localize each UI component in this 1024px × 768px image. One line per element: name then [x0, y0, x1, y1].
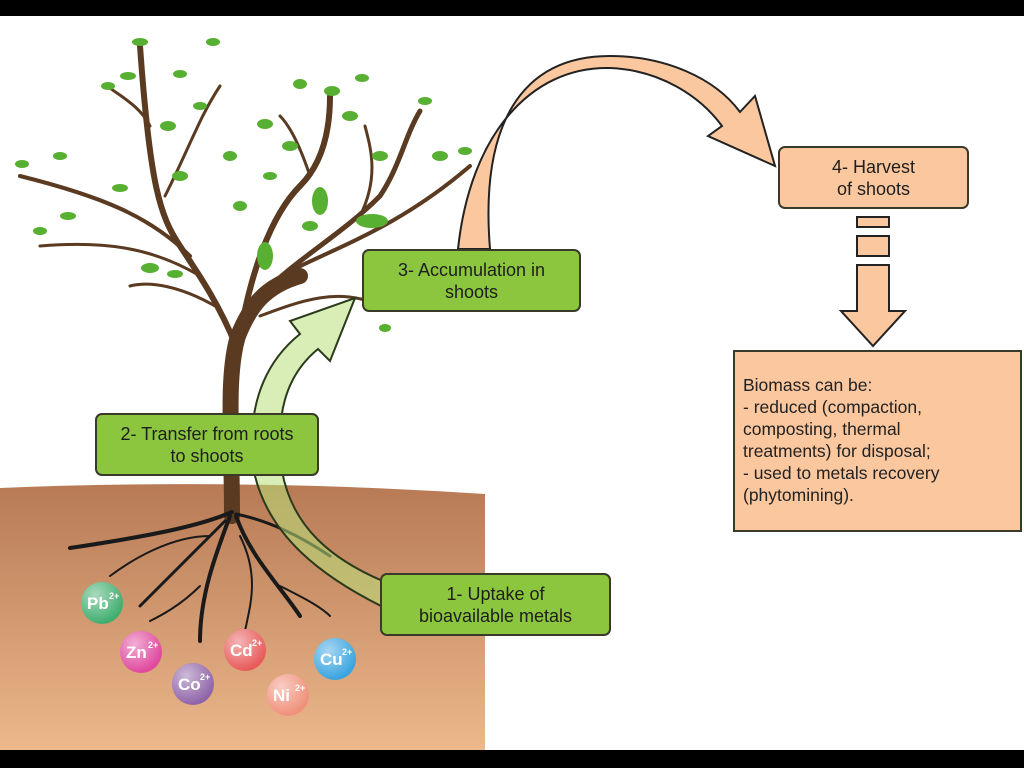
ion-charge: 2+: [252, 638, 262, 648]
ion-symbol: Zn: [126, 643, 147, 662]
ion-symbol: Cd: [230, 641, 253, 660]
ion-ni: Ni 2+: [267, 674, 309, 716]
ion-symbol: Ni: [273, 686, 290, 705]
ion-charge: 2+: [342, 647, 352, 657]
step-2-line-2: to shoots: [170, 445, 244, 466]
soil: [0, 484, 485, 750]
tree: [18, 43, 472, 524]
step-3-line-2: shoots: [444, 281, 499, 302]
step-4-line-1: 4- Harvest: [831, 156, 916, 177]
harvest-curved-arrow: [456, 54, 777, 250]
biomass-line: treatments) for disposal;: [743, 441, 931, 461]
ion-symbol: Co: [178, 675, 201, 694]
step-4-harvest-box: 4- Harvest of shoots: [778, 146, 969, 209]
leaves: [15, 38, 472, 332]
biomass-line: (phytomining).: [743, 485, 854, 505]
ion-shine: [314, 638, 356, 680]
ion-symbol: Cu: [320, 650, 343, 669]
ion-symbol: Pb: [87, 594, 109, 613]
ion-shine: [120, 631, 162, 673]
ion-charge: 2+: [109, 591, 119, 601]
ion-charge: 2+: [200, 672, 210, 682]
ion-shine: [224, 629, 266, 671]
step-2-transfer-box: 2- Transfer from roots to shoots: [95, 413, 319, 476]
step-3-line-1: 3- Accumulation in: [397, 259, 546, 280]
transfer-arrow: [251, 296, 397, 610]
biomass-line: Biomass can be:: [743, 375, 873, 395]
step-4-line-2: of shoots: [836, 178, 911, 199]
step-1-uptake-box: 1- Uptake of bioavailable metals: [380, 573, 611, 636]
biomass-line: composting, thermal: [743, 419, 901, 439]
ion-charge: 2+: [295, 683, 305, 693]
biomass-line: - used to metals recovery: [743, 463, 940, 483]
down-arrow: [838, 216, 908, 348]
step-1-line-1: 1- Uptake of: [446, 583, 545, 604]
ion-shine: [81, 582, 123, 624]
ion-shine: [172, 663, 214, 705]
biomass-box: Biomass can be: - reduced (compaction, c…: [733, 350, 1022, 532]
step-1-line-2: bioavailable metals: [418, 605, 573, 626]
ion-shine: [267, 674, 309, 716]
step-2-line-1: 2- Transfer from roots: [120, 423, 294, 444]
step-3-accumulation-box: 3- Accumulation in shoots: [362, 249, 581, 312]
biomass-line: - reduced (compaction,: [743, 397, 922, 417]
ion-charge: 2+: [148, 640, 158, 650]
